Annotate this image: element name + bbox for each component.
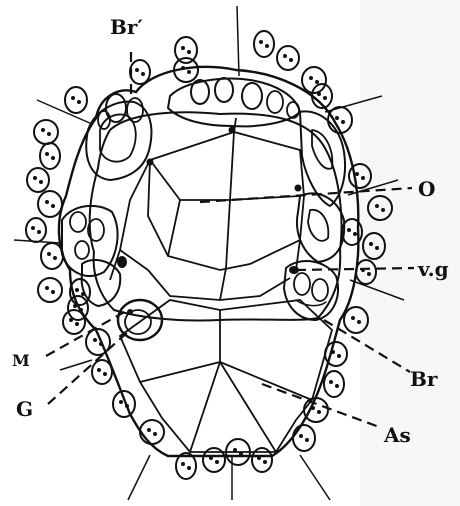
outer-cell [26, 218, 46, 242]
outer-cell [140, 420, 164, 444]
outer-cell [324, 371, 344, 397]
label-br: Br [410, 367, 438, 391]
outer-cell [130, 60, 150, 84]
outer-cell [325, 342, 347, 366]
top-cells [168, 78, 300, 126]
outer-cell [92, 360, 112, 384]
outer-cell [63, 310, 85, 334]
outer-cell [113, 391, 135, 417]
outer-cell [38, 191, 62, 217]
outer-cell [40, 143, 60, 169]
label-vg: v.g [417, 257, 449, 281]
outer-cell [65, 87, 87, 113]
outer-cell [41, 243, 63, 269]
label-as: As [383, 423, 411, 447]
outer-cell [254, 31, 274, 57]
outer-cell [277, 46, 299, 70]
outer-cell [175, 37, 197, 63]
outer-cell [68, 296, 88, 320]
left-upper-cells [86, 94, 151, 180]
outer-cell [293, 425, 315, 451]
label-br-prime: Br′ [110, 15, 143, 39]
label-g: G [16, 397, 33, 421]
label-m: M [12, 351, 30, 370]
central-blastomeres [110, 118, 304, 300]
label-o: O [418, 177, 435, 201]
outer-cell [34, 120, 58, 144]
outer-cell [27, 168, 49, 192]
outer-cell [38, 278, 62, 302]
